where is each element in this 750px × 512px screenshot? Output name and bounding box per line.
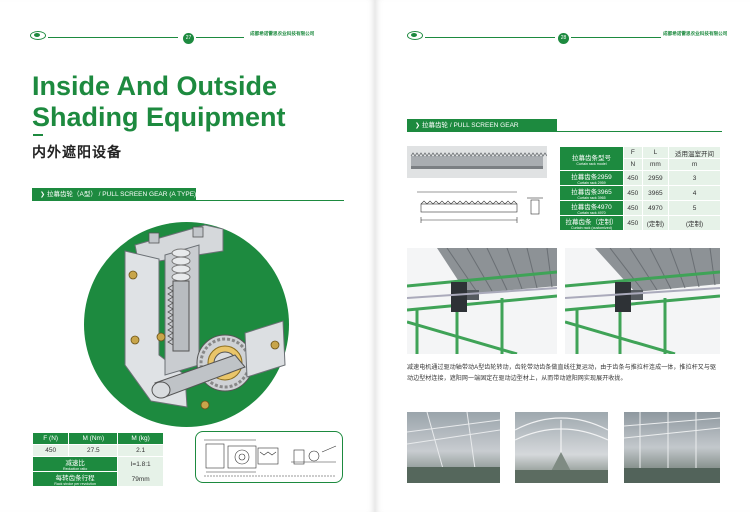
section-title-en: PULL SCREEN GEAR [453, 122, 519, 129]
header-rule [425, 37, 555, 38]
rack-table: 拉幕齿条型号 Curtain rack model F L 适用温室开间 N m… [559, 146, 721, 231]
ratio-value: I=1.8:1 [130, 460, 151, 468]
page-number: 28 [558, 33, 569, 44]
rack-gear-icon [410, 152, 548, 169]
mechanism-render-2 [565, 248, 720, 354]
left-page: 27 成都希诺雷思农业科技有限公司 Inside And Outside Sha… [0, 0, 375, 512]
table-row: 拉幕齿条3965 Curtain rack 3965 450 3965 4 [559, 185, 721, 201]
rack-header-l: L [641, 146, 670, 159]
spec-value-f: 450 [31, 444, 70, 457]
ratio-label-cn: 减速比 [65, 460, 85, 467]
spec-header-f: F (N) [31, 432, 70, 445]
page-title-cn: 内外遮阳设备 [32, 144, 122, 160]
title-dash [33, 134, 43, 136]
section-sep: / [96, 191, 103, 198]
greenhouse-photo [515, 417, 608, 483]
spec-header-m-nm: M (Nm) [68, 432, 119, 445]
section-rule [196, 200, 344, 201]
rack-l-cell: 2959 [641, 170, 670, 186]
rack-f-cell: 450 [623, 170, 643, 186]
company-name: 成都希诺雷思农业科技有限公司 [663, 31, 728, 36]
header-rule [571, 37, 661, 38]
page-title-line1: Inside And Outside [32, 71, 278, 101]
rack-model-cell: 拉幕齿条（定制） Curtain rack (customized) [559, 215, 624, 231]
greenhouse-photo-1 [407, 412, 500, 483]
rack-f-cell: 450 [623, 200, 643, 216]
rack-span-cell: 5 [668, 200, 721, 216]
rack-header-model: 拉幕齿条型号 Curtain rack model [559, 146, 624, 171]
greenhouse-photo [624, 412, 720, 483]
gear-assembly-illustration [124, 224, 286, 410]
table-row: 拉幕齿条4970 Curtain rack 4970 450 4970 5 [559, 200, 721, 216]
rack-span-cell: 4 [668, 185, 721, 201]
rack-l-cell: 3965 [641, 185, 670, 201]
header-rule [196, 37, 244, 38]
rack-model-en: Curtain rack 4970 [577, 211, 606, 215]
rack-unit-f: N [623, 158, 643, 171]
header-rule [48, 37, 178, 38]
page-title-line2: Shading Equipment [32, 102, 286, 132]
rack-model-cell: 拉幕齿条4970 Curtain rack 4970 [559, 200, 624, 216]
rack-model-en: Curtain rack 3965 [577, 196, 606, 200]
spec-value-m-nm: 27.5 [68, 444, 119, 457]
spec-ratio-label: 减速比 Reduction ratio [31, 456, 119, 472]
section-sep: / [448, 122, 454, 129]
mechanism-render-1 [407, 248, 557, 354]
table-row: 拉幕齿条（定制） Curtain rack (customized) 450 (… [559, 215, 721, 231]
rack-model-cn: 拉幕齿条2959 [571, 174, 612, 181]
section-tab: ❯拉幕齿轮（A型） / PULL SCREEN GEAR (A TYPE) [32, 188, 196, 201]
rack-model-en: Curtain rack (customized) [571, 226, 612, 230]
ratio-label-en: Reduction ratio [63, 467, 88, 471]
logo-icon [407, 31, 423, 40]
model-header-cn: 拉幕齿条型号 [572, 154, 611, 162]
table-row: 拉幕齿条2959 Curtain rack 2959 450 2959 3 [559, 170, 721, 186]
spec-table: F (N) M (Nm) M (kg) 450 27.5 2.1 减速比 Red… [31, 432, 164, 487]
section-title-cn: 拉幕齿轮 [422, 122, 449, 129]
company-name: 成都希诺雷思农业科技有限公司 [250, 31, 315, 36]
spec-stroke-label: 每转齿条行程 Rack stroke per revolution [31, 471, 119, 487]
rack-l-cell: 4970 [641, 200, 670, 216]
section-rule [557, 131, 722, 132]
spec-value-m-kg: 2.1 [117, 444, 164, 457]
rack-span-cell: (定制) [668, 215, 721, 231]
rack-f-cell: 450 [623, 215, 643, 231]
stroke-label-cn: 每转齿条行程 [55, 475, 95, 482]
arrow-icon: ❯ [40, 192, 46, 198]
rack-unit-span: m [668, 158, 721, 171]
spec-header-m-kg: M (kg) [117, 432, 164, 445]
rack-model-cn: 拉幕齿条（定制） [565, 219, 618, 226]
technical-drawing [204, 439, 337, 477]
rack-header-f: F [623, 146, 643, 159]
rack-unit-l: mm [641, 158, 670, 171]
section-title-en: PULL SCREEN GEAR (A TYPE) [102, 191, 197, 198]
arrow-icon: ❯ [415, 123, 421, 129]
greenhouse-photo-3 [624, 412, 720, 483]
mechanism-render-image [407, 248, 557, 354]
greenhouse-photo [407, 412, 500, 483]
rack-drawing-icon [417, 191, 543, 223]
rack-gear-image [407, 146, 548, 178]
stroke-value: 79mm [131, 475, 150, 483]
model-header-en: Curtain rack model [576, 161, 607, 166]
rack-model-en: Curtain rack 2959 [577, 181, 606, 185]
stroke-label-en: Rack stroke per revolution [54, 482, 96, 486]
description-paragraph: 减速电机通过驱动轴带动A型齿轮转动，齿轮带动齿条做直线往复运动，由于齿条与推拉杆… [407, 365, 717, 382]
rack-l-cell: (定制) [641, 215, 670, 231]
rack-model-cell: 拉幕齿条3965 Curtain rack 3965 [559, 185, 624, 201]
logo-icon [30, 31, 46, 40]
rack-technical-drawing [407, 182, 547, 232]
page-number: 27 [183, 33, 194, 44]
rack-f-cell: 450 [623, 185, 643, 201]
spec-ratio-value-cell: I=1.8:1 79mm [117, 456, 164, 487]
mechanism-render-image [565, 248, 720, 354]
rack-model-cell: 拉幕齿条2959 Curtain rack 2959 [559, 170, 624, 186]
rack-model-cn: 拉幕齿条3965 [571, 189, 612, 196]
rack-header-span: 适用温室开间 [668, 146, 721, 159]
greenhouse-photo-2 [515, 412, 608, 483]
rack-span-cell: 3 [668, 170, 721, 186]
technical-drawing-frame [195, 431, 343, 483]
section-title-cn: 拉幕齿轮（A型） [47, 191, 97, 198]
section-tab: ❯拉幕齿轮 / PULL SCREEN GEAR [407, 119, 557, 132]
rack-model-cn: 拉幕齿条4970 [571, 204, 612, 211]
